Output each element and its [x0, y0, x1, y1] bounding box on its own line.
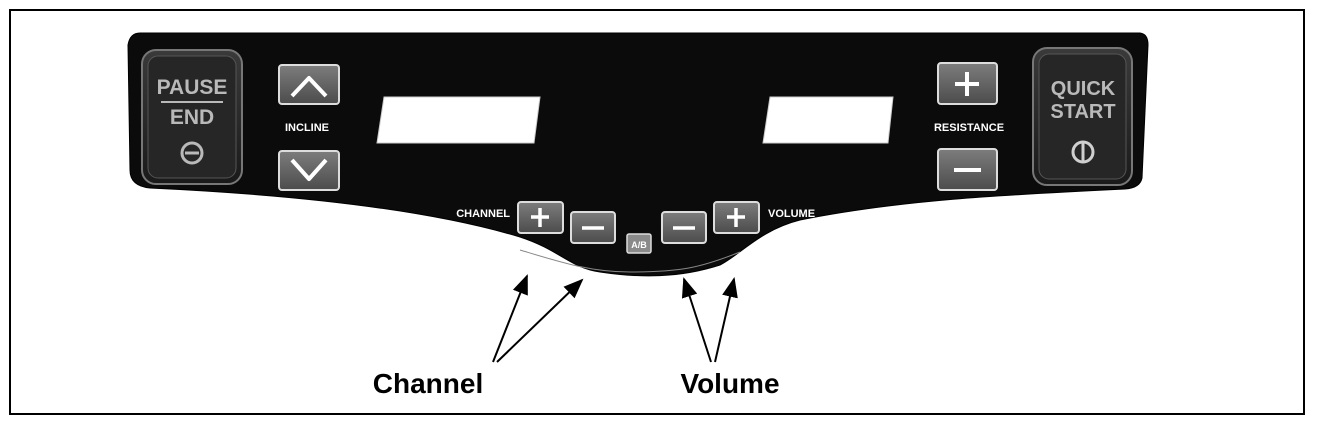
volume-minus-button[interactable]: [661, 211, 707, 244]
resistance-minus-button[interactable]: [937, 148, 998, 191]
channel-plus-button[interactable]: [517, 201, 564, 234]
pause-label: PAUSE: [157, 76, 228, 99]
volume-plus-button[interactable]: [713, 201, 760, 234]
channel-callout-label: Channel: [373, 368, 483, 399]
plus-icon: [727, 208, 745, 227]
quick-label: QUICK: [1051, 78, 1116, 100]
start-label: START: [1050, 101, 1115, 123]
channel-callout-arrows: [492, 274, 584, 363]
channel-minus-button[interactable]: [570, 211, 616, 244]
console-edge-line: [519, 249, 741, 273]
console-panel: [127, 32, 1149, 277]
quick-start-button[interactable]: QUICK START: [1032, 47, 1133, 186]
resistance-plus-button[interactable]: [937, 62, 998, 105]
pause-end-button[interactable]: PAUSE END: [141, 49, 243, 185]
stop-icon: [180, 141, 204, 165]
left-display: [376, 96, 541, 144]
incline-down-button[interactable]: [278, 150, 340, 191]
plus-icon: [955, 72, 979, 96]
chevron-up-icon: [290, 76, 328, 98]
ab-label: A/B: [631, 240, 647, 250]
power-icon: [1071, 140, 1095, 164]
right-display: [762, 96, 894, 144]
end-label: END: [170, 106, 214, 129]
resistance-label: RESISTANCE: [934, 122, 1004, 134]
volume-callout-arrows: [681, 277, 738, 363]
ab-button[interactable]: A/B: [626, 233, 652, 254]
channel-label: CHANNEL: [456, 208, 510, 220]
volume-label: VOLUME: [768, 208, 815, 220]
chevron-down-icon: [290, 158, 328, 181]
volume-callout-label: Volume: [680, 368, 779, 399]
incline-up-button[interactable]: [278, 64, 340, 105]
plus-icon: [531, 208, 549, 227]
incline-label: INCLINE: [285, 122, 329, 134]
